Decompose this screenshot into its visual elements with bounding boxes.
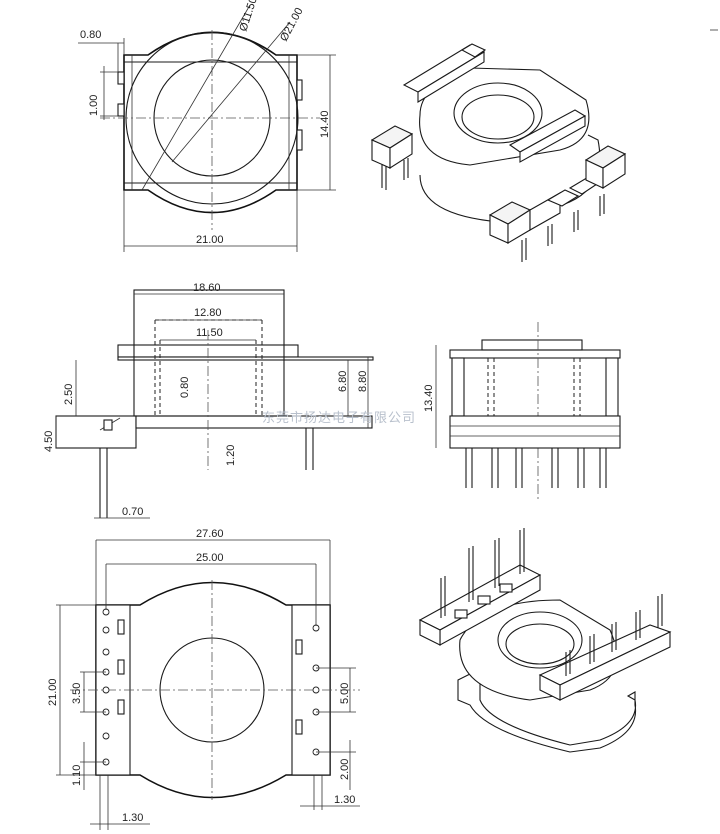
dim-1-30-right: 1.30 [334, 794, 355, 806]
dim-0-80-top: 0.80 [80, 29, 101, 41]
iso-view-top [370, 43, 627, 262]
dim-1-20: 1.20 [225, 445, 237, 466]
dim-2-00: 2.00 [339, 759, 351, 780]
bottom-view: 27.60 25.00 21.00 3.50 5.00 1.10 2.00 1.… [47, 528, 360, 830]
dim-0-80-front: 0.80 [179, 377, 191, 398]
dim-11-50: 11.50 [196, 327, 223, 339]
dim-21-00-bottom: 21.00 [47, 678, 59, 706]
dim-0-70: 0.70 [122, 506, 143, 518]
dim-27-60: 27.60 [196, 528, 224, 540]
dim-18-60: 18.60 [193, 282, 221, 294]
dim-1-30-left: 1.30 [122, 812, 143, 824]
dim-1-10: 1.10 [71, 765, 83, 786]
front-view: 18.60 12.80 11.50 2.50 0.80 6.80 8.80 4.… [43, 282, 374, 519]
dim-14-40: 14.40 [319, 110, 331, 138]
dim-2-50: 2.50 [63, 384, 75, 405]
dim-12-80: 12.80 [194, 307, 222, 319]
dim-25-00: 25.00 [196, 552, 224, 564]
side-view: 13.40 [423, 322, 621, 500]
dim-1-00: 1.00 [88, 95, 100, 116]
iso-view-bottom [418, 528, 672, 753]
dim-5-00: 5.00 [339, 683, 351, 704]
top-view: 0.80 1.00 Ø11.50 Ø21.00 14.40 21.00 [78, 0, 336, 252]
watermark: 东莞市扬达电子有限公司 [262, 410, 416, 426]
dim-21-00-top: 21.00 [196, 234, 224, 246]
dim-dia-21-00: Ø21.00 [278, 6, 306, 44]
dim-6-80: 6.80 [337, 371, 349, 392]
dim-8-80: 8.80 [357, 371, 369, 392]
dim-4-50: 4.50 [43, 431, 55, 452]
dim-13-40: 13.40 [423, 384, 435, 412]
dim-dia-11-50: Ø11.50 [237, 0, 259, 33]
dim-3-50: 3.50 [71, 683, 83, 704]
